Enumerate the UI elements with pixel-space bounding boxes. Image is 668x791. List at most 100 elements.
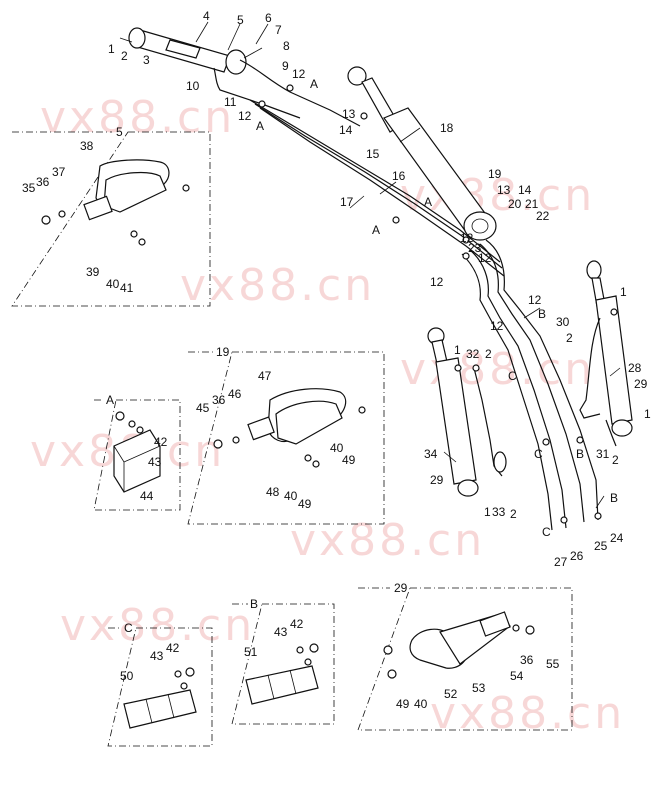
- detail-29-36: 36: [520, 653, 534, 667]
- callout-29: 29: [634, 377, 648, 391]
- callout-13b: 13: [497, 183, 511, 197]
- callout-30: 30: [556, 315, 570, 329]
- callout-23: 23: [468, 241, 482, 255]
- callout-19: 19: [488, 167, 502, 181]
- callout-22: 22: [536, 209, 550, 223]
- callout-9: 9: [282, 59, 289, 73]
- detail-B-title: B: [250, 597, 258, 611]
- detail-C: C 43 42 50: [107, 621, 213, 747]
- callout-31: 31: [596, 447, 610, 461]
- detail-29-54: 54: [510, 669, 524, 683]
- callout-12e: 12: [430, 275, 444, 289]
- callout-12d: 12: [478, 251, 492, 265]
- callout-B1: B: [538, 307, 546, 321]
- detail-B-43: 43: [274, 625, 288, 639]
- callout-12f: 12: [528, 293, 542, 307]
- callout-1b: 1: [620, 285, 627, 299]
- callout-34: 34: [424, 447, 438, 461]
- callout-7: 7: [275, 23, 282, 37]
- detail-19-48: 48: [266, 485, 280, 499]
- detail-5-39: 39: [86, 265, 100, 279]
- callout-C3: C: [542, 525, 551, 539]
- bucket-cylinder-left: [427, 327, 507, 497]
- detail-A-43: 43: [148, 455, 162, 469]
- callout-B3: B: [610, 491, 618, 505]
- bucket-cylinder-right: [579, 260, 633, 447]
- callout-C2: C: [534, 447, 543, 461]
- callout-26: 26: [570, 549, 584, 563]
- callout-2b: 2: [566, 331, 573, 345]
- callout-28: 28: [628, 361, 642, 375]
- callout-12g: 12: [490, 319, 504, 333]
- detail-5-36: 36: [36, 175, 50, 189]
- detail-C-42: 42: [166, 641, 180, 655]
- detail-5-35: 35: [22, 181, 36, 195]
- callout-2c: 2: [612, 453, 619, 467]
- detail-A-title: A: [106, 393, 114, 407]
- callout-33: 33: [492, 505, 506, 519]
- callout-27: 27: [554, 555, 568, 569]
- detail-29-49: 49: [396, 697, 410, 711]
- detail-A-42: 42: [154, 435, 168, 449]
- callout-16: 16: [392, 169, 406, 183]
- detail-5-41: 41: [120, 281, 134, 295]
- detail-29-52: 52: [444, 687, 458, 701]
- callout-2d: 2: [485, 347, 492, 361]
- callout-12: 12: [292, 67, 306, 81]
- callout-1d: 1: [454, 343, 461, 357]
- detail-19-40a: 40: [330, 441, 344, 455]
- fittings: [258, 84, 618, 524]
- detail-A: A 42 43 44: [93, 393, 181, 511]
- callout-12b: 12: [238, 109, 252, 123]
- detail-19-49a: 49: [342, 453, 356, 467]
- callout-A4: A: [372, 223, 380, 237]
- detail-19-47: 47: [258, 369, 272, 383]
- watermark-6: vx88.cn: [290, 515, 485, 566]
- detail-19-40b: 40: [284, 489, 298, 503]
- callout-17: 17: [340, 195, 354, 209]
- detail-C-43: 43: [150, 649, 164, 663]
- callout-12c: 12: [460, 231, 474, 245]
- detail-19-36: 36: [212, 393, 226, 407]
- detail-B-42: 42: [290, 617, 304, 631]
- callout-29b: 29: [430, 473, 444, 487]
- detail-19: 19 47 45 36 46 40 49 48 40 49: [187, 345, 385, 525]
- detail-19-46: 46: [228, 387, 242, 401]
- callout-25: 25: [594, 539, 608, 553]
- detail-5-title: 5: [116, 125, 123, 139]
- watermark-4: vx88.cn: [400, 344, 595, 395]
- detail-29-title: 29: [394, 581, 408, 595]
- watermark-1: vx88.cn: [40, 92, 235, 143]
- callout-4: 4: [203, 9, 210, 23]
- callout-A2: A: [256, 119, 264, 133]
- callout-3: 3: [143, 53, 150, 67]
- detail-29-55: 55: [546, 657, 560, 671]
- callout-A: A: [310, 77, 318, 91]
- callout-10: 10: [186, 79, 200, 93]
- main-assembly: 4 5 6 7 8 1 2 3 9 12 A 10 11 12 A 13 14 …: [108, 9, 651, 569]
- callout-15: 15: [366, 147, 380, 161]
- callout-2e: 2: [510, 507, 517, 521]
- callout-14b: 14: [518, 183, 532, 197]
- detail-5-40: 40: [106, 277, 120, 291]
- callout-6: 6: [265, 11, 272, 25]
- callout-C1: C: [508, 369, 517, 383]
- detail-B: B 43 42 51: [231, 597, 335, 725]
- detail-19-49b: 49: [298, 497, 312, 511]
- callout-13: 13: [342, 107, 356, 121]
- callout-8: 8: [283, 39, 290, 53]
- watermark-3: vx88.cn: [180, 260, 375, 311]
- detail-B-51: 51: [244, 645, 258, 659]
- detail-5-38: 38: [80, 139, 94, 153]
- callout-1c: 1: [644, 407, 651, 421]
- detail-19-45: 45: [196, 401, 210, 415]
- callout-B2: B: [576, 447, 584, 461]
- detail-29-40: 40: [414, 697, 428, 711]
- watermark-8: vx88.cn: [430, 688, 625, 739]
- detail-29: 29 36 55 54 53 52 49 40: [357, 581, 573, 731]
- main-callouts: 4 5 6 7 8 1 2 3 9 12 A 10 11 12 A 13 14 …: [108, 9, 651, 569]
- callout-2: 2: [121, 49, 128, 63]
- callout-1e: 1: [484, 505, 491, 519]
- detail-C-title: C: [124, 621, 133, 635]
- callout-21: 21: [525, 197, 539, 211]
